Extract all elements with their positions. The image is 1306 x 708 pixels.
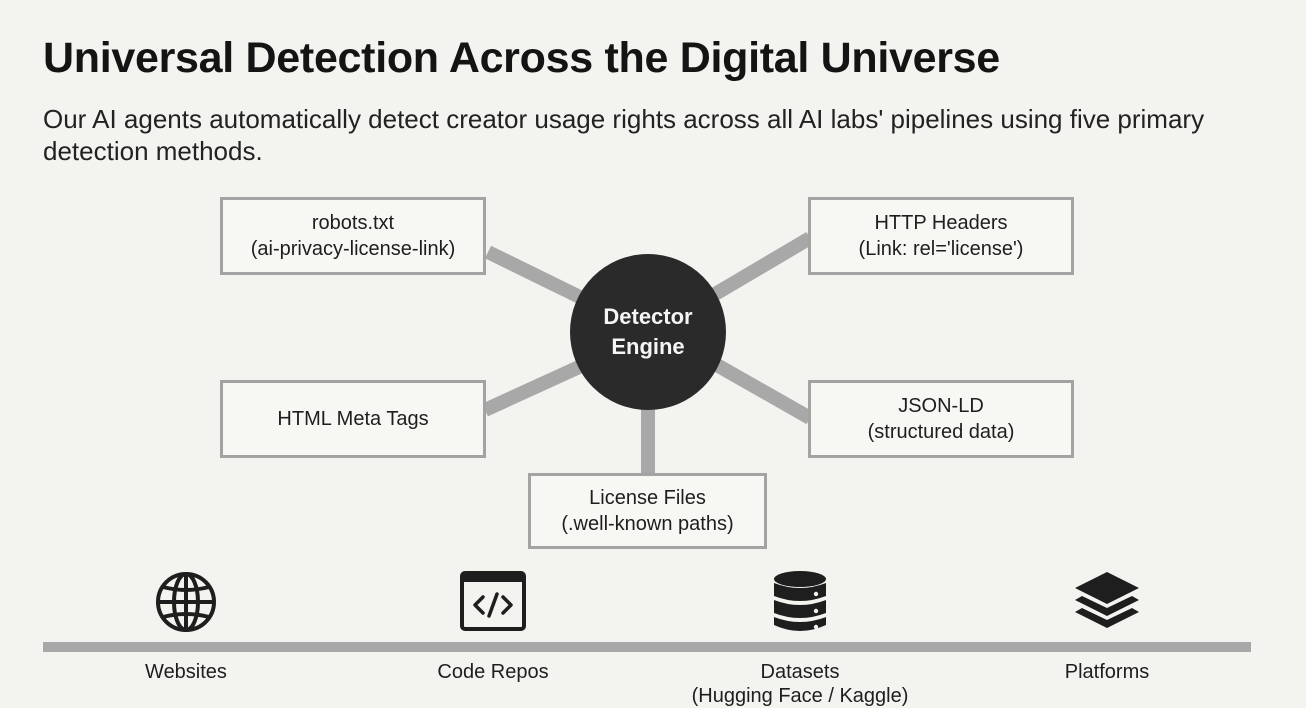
source-datasets-subtitle: (Hugging Face / Kaggle) (691, 685, 909, 707)
method-robots-title: robots.txt (311, 212, 395, 234)
source-datasets-label: Datasets (Hugging Face / Kaggle) (670, 660, 930, 708)
connector-robots (484, 245, 594, 309)
method-http-headers: HTTP Headers (Link: rel='license') (808, 197, 1074, 275)
method-license-detail: (.well-known paths) (561, 513, 734, 535)
page-subtitle: Our AI agents automatically detect creat… (43, 104, 1205, 166)
connector-jsonld (704, 353, 814, 425)
detector-engine: Detector Engine (570, 254, 726, 410)
page-title: Universal Detection Across the Digital U… (43, 34, 1000, 82)
method-license-files: License Files (.well-known paths) (528, 473, 767, 549)
source-datasets: Datasets (Hugging Face / Kaggle) (670, 570, 930, 707)
layers-icon (1075, 572, 1139, 628)
method-http-title: HTTP Headers (874, 212, 1008, 234)
source-datasets-title: Datasets (760, 661, 840, 683)
globe-icon (156, 572, 216, 632)
sources-baseline (43, 642, 1251, 652)
method-html-meta-tags: HTML Meta Tags (220, 380, 486, 458)
method-jsonld-detail: (structured data) (867, 421, 1015, 443)
source-platforms: Platforms (977, 570, 1237, 683)
source-websites-label: Websites (145, 661, 227, 683)
database-icon (774, 571, 826, 631)
method-license-title: License Files (589, 487, 706, 509)
source-code-repos-label: Code Repos (437, 661, 549, 683)
code-icon (460, 571, 526, 631)
method-robots-detail: (ai-privacy-license-link) (250, 238, 456, 260)
engine-label-line2: Engine (611, 334, 685, 359)
connector-meta (482, 355, 593, 417)
method-json-ld: JSON-LD (structured data) (808, 380, 1074, 458)
source-platforms-label: Platforms (1064, 661, 1150, 683)
method-robots-txt: robots.txt (ai-privacy-license-link) (220, 197, 486, 275)
source-websites: Websites (56, 570, 316, 683)
connector-http (701, 231, 814, 307)
source-code-repos: Code Repos (363, 570, 623, 683)
method-meta-title: HTML Meta Tags (277, 408, 429, 430)
method-http-detail: (Link: rel='license') (858, 238, 1024, 260)
engine-label-line1: Detector (603, 304, 693, 329)
method-jsonld-title: JSON-LD (898, 395, 984, 417)
